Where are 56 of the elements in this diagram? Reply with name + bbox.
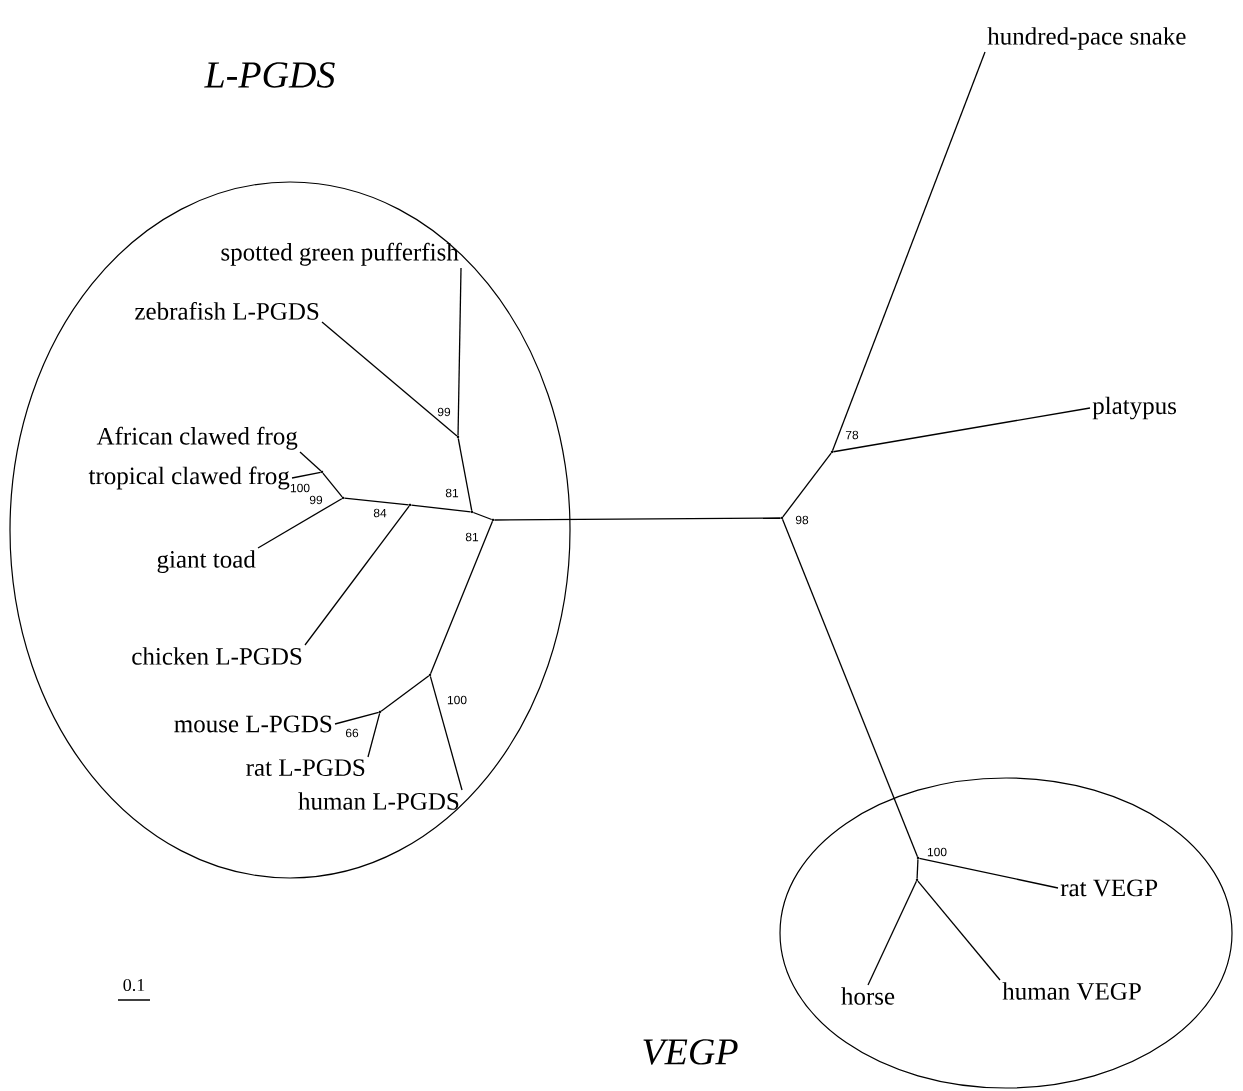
tree-branch <box>916 858 919 880</box>
scale-bar: 0.1 <box>117 978 151 1001</box>
tree-branch <box>429 520 494 675</box>
tree-branch <box>343 497 410 506</box>
taxon-label: African clawed frog <box>96 426 298 450</box>
taxon-label: human VEGP <box>1002 982 1141 1000</box>
tree-branch <box>257 498 343 549</box>
taxon-label: spotted green pufferfish <box>221 242 459 266</box>
tree-branch <box>367 712 381 758</box>
bootstrap-value: 99 <box>437 407 451 417</box>
taxon-label: human L-PGDS <box>298 792 459 810</box>
clade-heading: L-PGDS <box>204 62 335 88</box>
bootstrap-value: 78 <box>845 430 859 440</box>
tree-branch <box>831 51 986 452</box>
tree-branch <box>917 880 1001 981</box>
branch-point <box>320 470 324 474</box>
tree-branch <box>429 675 463 791</box>
bootstrap-value: 100 <box>290 483 310 493</box>
taxon-label: hundred-pace snake <box>987 27 1186 50</box>
taxon-label: chicken L-PGDS <box>132 647 302 665</box>
tree-branch <box>493 517 782 521</box>
branch-point <box>915 878 919 882</box>
taxon-label: horse <box>841 987 895 1005</box>
tree-branch <box>472 511 493 521</box>
tree-branch <box>299 451 322 472</box>
bootstrap-value: 100 <box>447 695 467 705</box>
tree-branch <box>334 711 380 725</box>
bootstrap-value: 100 <box>927 847 947 857</box>
bootstrap-value: 81 <box>465 532 479 542</box>
bootstrap-value: 84 <box>373 508 387 518</box>
bootstrap-value: 99 <box>309 495 323 505</box>
tree-branch <box>457 267 462 437</box>
branch-point <box>378 710 382 714</box>
tree-branch <box>457 437 473 512</box>
taxon-label: platypus <box>1092 396 1177 420</box>
tree-branch <box>304 505 410 646</box>
taxon-label: tropical clawed frog <box>88 466 290 490</box>
tree-branch <box>781 518 919 858</box>
tree-branch <box>918 857 1059 889</box>
tree-branch <box>867 880 918 986</box>
tree-branch <box>410 504 472 513</box>
taxon-label: giant toad <box>157 550 256 573</box>
bootstrap-value: 98 <box>795 515 809 525</box>
taxon-label: zebrafish L-PGDS <box>135 301 319 320</box>
tree-branch <box>782 452 832 518</box>
taxon-label: rat VEGP <box>1060 879 1158 897</box>
tree-branch <box>321 321 458 437</box>
bootstrap-value: 81 <box>445 488 459 498</box>
clade-heading: VEGP <box>643 1039 738 1065</box>
bootstrap-value: 66 <box>345 728 359 738</box>
taxon-label: mouse L-PGDS <box>174 715 332 733</box>
tree-branch <box>291 471 322 479</box>
tree-branch <box>322 472 343 498</box>
tree-branch <box>380 675 430 712</box>
tree-branch <box>832 407 1091 453</box>
taxon-label: rat L-PGDS <box>246 759 365 776</box>
